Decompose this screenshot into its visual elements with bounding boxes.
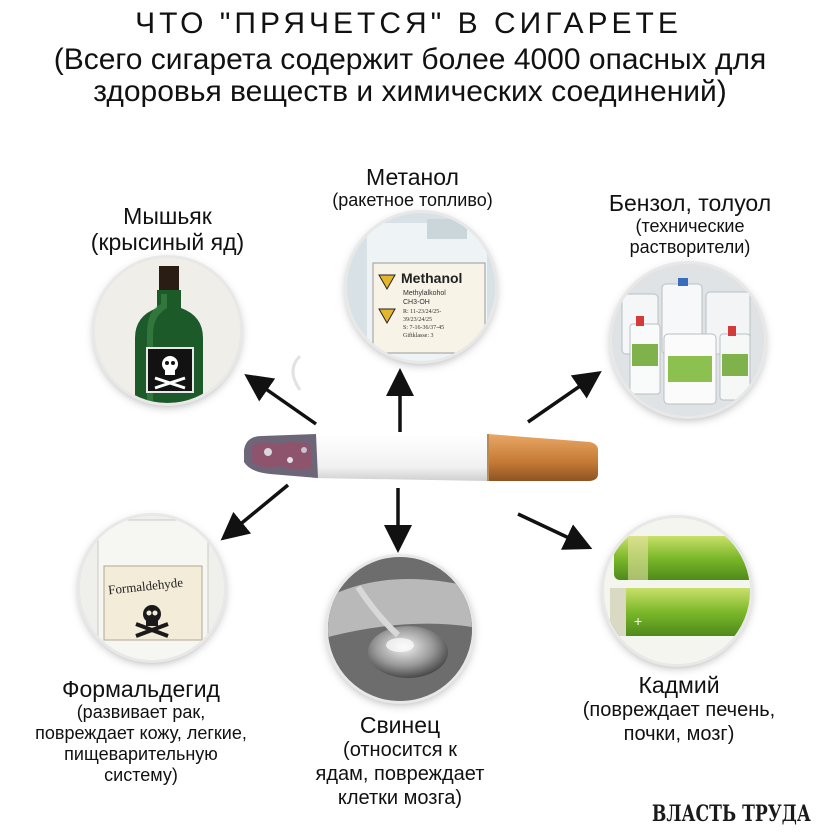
arrow-to-arsenic <box>244 373 318 426</box>
molten-lead-icon <box>328 557 472 701</box>
cigarette-filter <box>488 434 598 481</box>
arsenic-label: Мышьяк (крысиный яд) <box>55 203 280 255</box>
formaldehyde-image: Formaldehyde <box>80 516 224 660</box>
arsenic-image <box>95 258 240 403</box>
benzene-name: Бензол, толуол <box>608 190 772 216</box>
formaldehyde-name: Формальдегид <box>62 676 220 702</box>
cadmium-name: Кадмий <box>638 672 720 698</box>
methanol-name: Метанол <box>366 164 459 190</box>
formaldehyde-label: Формальдегид (развивает рак, повреждает … <box>6 676 276 786</box>
methanol-bottle-icon: Methanol Methylalkohol CH3-OH R: 11-23/2… <box>347 213 495 361</box>
battery-icon: + <box>604 518 750 664</box>
methanol-bottle-title: Methanol <box>401 270 462 286</box>
benzene-image <box>612 264 764 416</box>
benzene-label: Бензол, толуол (технические растворители… <box>580 190 800 258</box>
arsenic-name: Мышьяк <box>123 203 212 229</box>
poison-bottle-icon <box>95 258 240 403</box>
lead-note-3: клетки мозга) <box>337 787 463 809</box>
formaldehyde-note-4: систему) <box>104 765 178 785</box>
formaldehyde-note-2: повреждает кожу, легкие, <box>35 723 247 743</box>
methanol-bottle-line-2: CH3-OH <box>403 299 430 306</box>
solvent-canisters-icon <box>612 264 764 416</box>
publisher-logo: ВЛАСТЬ ТРУДА <box>651 801 811 827</box>
benzene-note-1: (технические <box>635 216 745 236</box>
arrow-to-formaldehyde <box>220 483 290 541</box>
formaldehyde-bottle-icon: Formaldehyde <box>80 516 224 660</box>
lead-image <box>328 557 472 701</box>
cadmium-image: + <box>604 518 750 664</box>
lead-name: Свинец <box>359 712 441 738</box>
methanol-bottle-line-4: 39/23/24/25 <box>403 317 432 323</box>
cadmium-label: Кадмий (повреждает печень, почки, мозг) <box>556 672 802 746</box>
subtitle-line-1: (Всего сигарета содержит более 4000 опас… <box>53 43 767 76</box>
cadmium-note-1: (повреждает печень, <box>582 699 776 721</box>
arrow-to-cadmium <box>517 512 593 550</box>
formaldehyde-note-1: (развивает рак, <box>76 702 206 722</box>
methanol-label: Метанол (ракетное топливо) <box>300 164 525 211</box>
subtitle-line-2: здоровья веществ и химических соединений… <box>93 75 727 108</box>
arsenic-note: (крысиный яд) <box>90 229 245 255</box>
svg-text:+: + <box>634 613 642 629</box>
methanol-note: (ракетное топливо) <box>332 190 493 210</box>
lead-label: Свинец (относится к ядам, повреждает кле… <box>280 712 520 810</box>
methanol-bottle-line-3: R: 11-23/24/25- <box>403 309 441 315</box>
methanol-bottle-line-5: S: 7-16-36/37-45 <box>403 325 444 331</box>
methanol-image: Methanol Methylalkohol CH3-OH R: 11-23/2… <box>347 213 495 361</box>
lead-note-1: (относится к <box>343 739 457 761</box>
methanol-bottle-line-1: Methylalkohol <box>403 290 446 297</box>
formaldehyde-note-3: пищеварительную <box>64 744 218 764</box>
methanol-bottle-line-6: Giftklasse: 3 <box>403 332 434 339</box>
arrow-to-benzene <box>527 371 602 424</box>
cigarette-paper <box>312 434 500 481</box>
lead-note-2: ядам, повреждает <box>315 763 485 785</box>
cadmium-note-2: почки, мозг) <box>623 723 735 745</box>
benzene-note-2: растворители) <box>629 237 751 257</box>
page-title: ЧТО "ПРЯЧЕТСЯ" В СИГАРЕТЕ <box>135 7 682 40</box>
page-subtitle: (Всего сигарета содержит более 4000 опас… <box>10 44 810 108</box>
